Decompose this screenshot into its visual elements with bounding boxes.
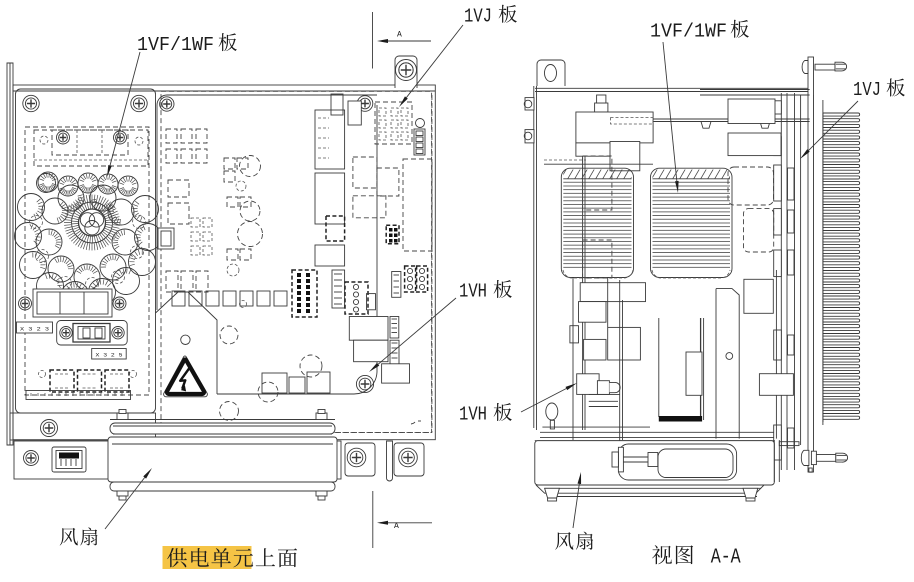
- svg-text:A-A: A-A: [711, 547, 741, 570]
- svg-text:X 3 2 3: X 3 2 3: [20, 326, 49, 333]
- svg-text:X 3 2 5: X 3 2 5: [96, 352, 123, 359]
- svg-text:1VJ: 1VJ: [853, 79, 881, 101]
- svg-text:1VJ: 1VJ: [464, 6, 492, 28]
- svg-text:1VH: 1VH: [459, 404, 487, 426]
- svg-text:1VH: 1VH: [459, 281, 487, 303]
- svg-text:A: A: [394, 522, 399, 531]
- svg-text:A: A: [397, 31, 402, 40]
- svg-text:1VF/1WF: 1VF/1WF: [650, 20, 727, 42]
- svg-text:1VF/1WF: 1VF/1WF: [137, 34, 214, 56]
